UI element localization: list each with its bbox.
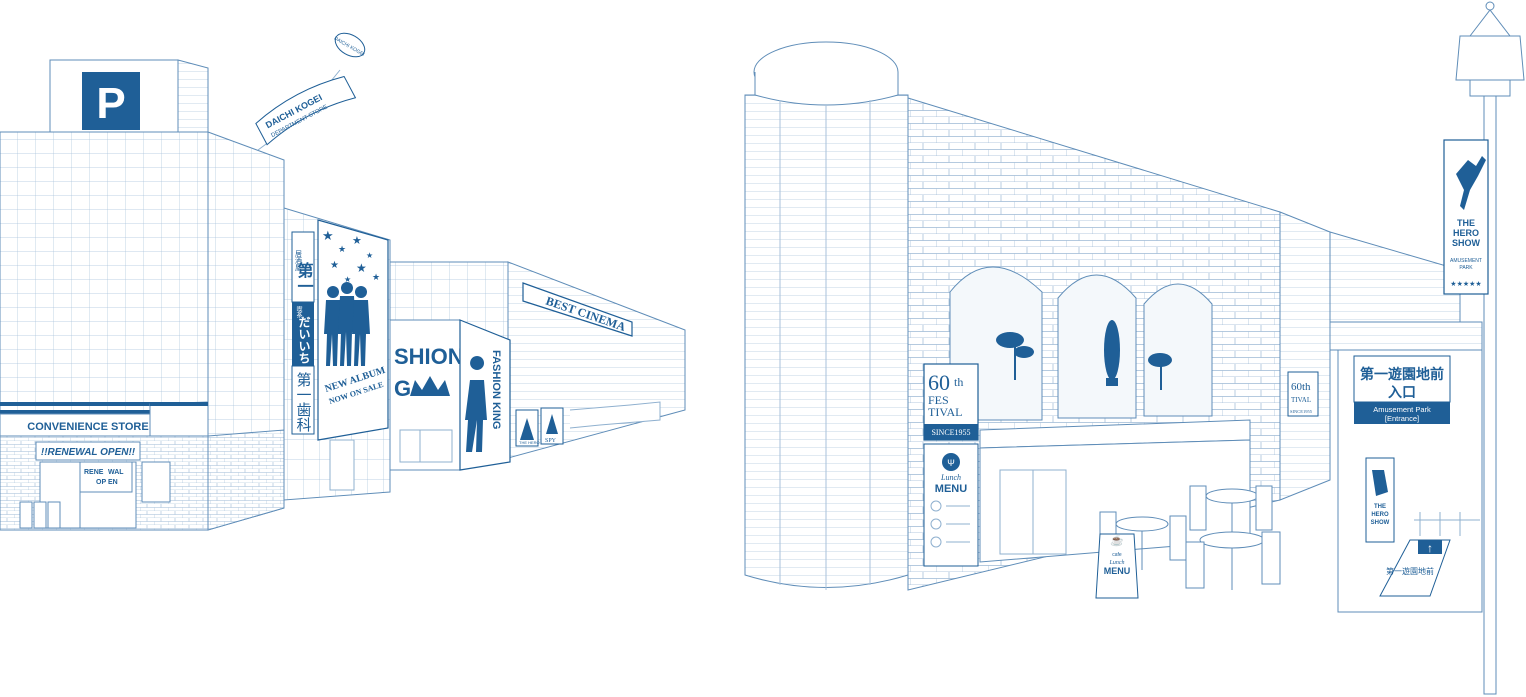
cinema-poster-1: THE HERO xyxy=(515,409,540,447)
station-sign-en2: [Entrance] xyxy=(1385,414,1419,423)
festival-banner: 60 th FES TIVAL SINCE1955 xyxy=(923,363,979,441)
fashion-store: SHION G xyxy=(389,319,464,471)
dental-text: 第一歯科 xyxy=(295,371,312,432)
hero-show-flag: THE HERO SHOW AMUSEMENT PARK ★★★★★ xyxy=(1443,139,1489,295)
fashion-sign-line1: SHION xyxy=(394,344,464,369)
cinema-poster-2: SPY xyxy=(540,407,564,445)
parking-sign: P xyxy=(82,72,140,130)
stars-decoration: ★ ★ ★ ★ ★ ★ ★ ★ xyxy=(322,228,380,284)
album-poster: ★ ★ ★ ★ ★ ★ ★ ★ NEW ALBUM NOW ON SALE xyxy=(317,219,389,441)
cafe-sign-line1: Lunch xyxy=(1109,560,1125,566)
hero-show-poster: THE HERO SHOW xyxy=(1365,457,1395,543)
svg-text:★: ★ xyxy=(352,235,362,247)
festival-word2: TIVAL xyxy=(928,405,962,419)
fashion-king-text: FASHION KING xyxy=(490,350,502,429)
flag-sub-line2: PARK xyxy=(1459,265,1473,271)
festival-small-word: TIVAL xyxy=(1291,396,1311,404)
lunch-menu-board: Ψ Lunch MENU xyxy=(923,443,979,567)
renewal-window-right: WAL xyxy=(108,469,124,476)
svg-text:★: ★ xyxy=(338,244,346,254)
floor-marking-text: 第一遊園地前 xyxy=(1386,566,1434,576)
hero-poster-line1: THE xyxy=(1374,504,1386,510)
festival-small-number: 60th xyxy=(1291,381,1311,393)
hero-poster-line2: HERO xyxy=(1371,512,1389,518)
escalator-railing xyxy=(1414,512,1480,536)
cafe-small-text: 喫茶 xyxy=(295,305,302,318)
svg-text:★: ★ xyxy=(372,272,380,282)
festival-since: SINCE1955 xyxy=(931,428,970,437)
station-sign-jp1: 第一遊園地前 xyxy=(1360,366,1444,382)
izakaya-small-text: 居酒屋 xyxy=(295,250,303,272)
renewal-window-left-2: OP xyxy=(96,479,106,486)
festival-small-since: SINCE1955 xyxy=(1290,409,1313,414)
cafe-big-text: だいいち xyxy=(297,316,311,364)
festival-banner-small: 60th TIVAL SINCE1955 xyxy=(1287,371,1319,417)
renewal-window-left: RENE xyxy=(84,469,104,476)
fork-knife-icon: Ψ xyxy=(947,458,955,468)
hero-poster-line3: SHOW xyxy=(1371,520,1390,526)
fashion-sign-line2: G xyxy=(394,376,411,401)
window-plants xyxy=(996,320,1172,390)
svg-text:★: ★ xyxy=(344,275,351,284)
hero-silhouette xyxy=(1456,156,1486,210)
balloon-logo: DAICHI KOGEI xyxy=(333,32,365,58)
convenience-building: P CONVENIENCE STORE !!RENEWAL OPEN!! REN… xyxy=(0,59,285,531)
cinema-poster-1-text: THE HERO xyxy=(519,440,540,445)
coffee-cup-icon: ☕ xyxy=(1110,533,1124,547)
svg-text:★: ★ xyxy=(356,261,367,275)
floor-arrow-icon: ↑ xyxy=(1427,541,1433,555)
svg-text:★: ★ xyxy=(366,251,373,260)
cinema-building: BEST CINEMA THE HERO SPY xyxy=(507,261,686,459)
cinema-poster-2-text: SPY xyxy=(545,438,557,444)
model-silhouette xyxy=(465,356,487,452)
cafe-aframe-sign: ☕ cafe Lunch MENU xyxy=(1095,533,1139,599)
station-entrance: 第一遊園地前 入口 Amusement Park [Entrance] THE … xyxy=(1329,321,1483,613)
flag-sub-line1: AMUSEMENT xyxy=(1450,258,1482,264)
convenience-store-name: CONVENIENCE STORE xyxy=(27,421,148,433)
lunch-board-line1: Lunch xyxy=(940,473,961,482)
svg-text:★: ★ xyxy=(322,228,334,243)
flag-title-line3: SHOW xyxy=(1452,238,1481,248)
band-silhouettes xyxy=(324,282,370,366)
flag-stars: ★★★★★ xyxy=(1450,280,1481,288)
advertising-balloon: DAICHI KOGEI DEPARTMENT STORE DAICHI KOG… xyxy=(255,32,365,151)
lunch-board-line2: MENU xyxy=(935,483,967,495)
flag-title-line2: HERO xyxy=(1453,228,1479,238)
festival-number: 60 xyxy=(928,370,950,395)
festival-word1: FES xyxy=(928,393,949,407)
trash-bins xyxy=(19,501,61,529)
parking-letter: P xyxy=(96,79,125,128)
renewal-banner: !!RENEWAL OPEN!! xyxy=(41,447,136,458)
renewal-window-right-2: EN xyxy=(108,479,118,486)
left-street: BEST CINEMA THE HERO SPY SHION G xyxy=(0,32,686,531)
festival-suffix: th xyxy=(954,375,963,389)
arched-windows xyxy=(949,266,1213,421)
right-street: 60 th FES TIVAL SINCE1955 60th TIVAL SIN… xyxy=(744,1,1525,695)
cylinder-tower xyxy=(744,41,909,590)
izakaya-big-text: 第一 xyxy=(295,261,314,294)
right-far-building xyxy=(1279,211,1461,501)
station-sign-jp2: 入口 xyxy=(1388,384,1416,400)
izakaya-signboard: 居酒屋 第一 喫茶 だいいち 第一歯科 xyxy=(291,231,315,435)
flag-title-line1: THE xyxy=(1457,218,1475,228)
station-sign: 第一遊園地前 入口 Amusement Park [Entrance] xyxy=(1353,355,1451,424)
station-sign-en1: Amusement Park xyxy=(1373,405,1431,414)
crown-icon xyxy=(410,376,450,396)
floor-marking: ↑ 第一遊園地前 xyxy=(1379,539,1451,597)
sign-building: 居酒屋 第一 喫茶 だいいち 第一歯科 ★ ★ ★ ★ ★ ★ ★ xyxy=(283,207,391,501)
cafe-sign-cafe: cafe xyxy=(1112,552,1122,558)
svg-text:★: ★ xyxy=(330,260,339,271)
cafe-sign-line2: MENU xyxy=(1104,566,1131,576)
fashion-king-poster: FASHION KING xyxy=(459,319,511,471)
